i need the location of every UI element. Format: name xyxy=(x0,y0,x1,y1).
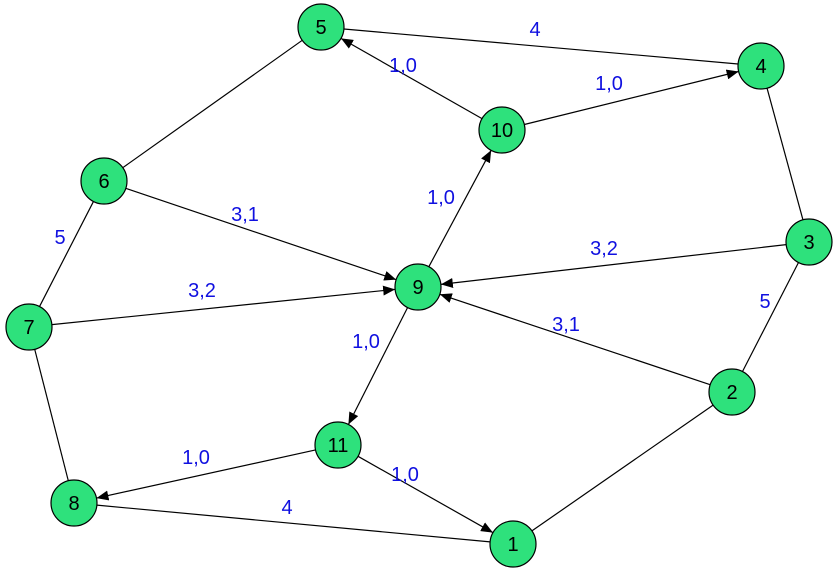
node-circle-4 xyxy=(737,42,785,90)
edge-9-to-10-arrow xyxy=(428,149,492,268)
edge-2-to-3-line xyxy=(741,262,800,372)
node-circle-5 xyxy=(297,3,345,51)
edge-9-to-11-arrow xyxy=(347,307,409,425)
node-label-3: 3 xyxy=(803,232,814,254)
node-label-1: 1 xyxy=(507,534,518,556)
edge-label-11-8: 1,0 xyxy=(182,447,210,469)
edge-label-2-3: 5 xyxy=(759,291,770,313)
edge-8-to-1-line xyxy=(96,504,491,543)
node-4: 4 xyxy=(737,42,785,90)
node-label-9: 9 xyxy=(412,277,423,299)
node-label-7: 7 xyxy=(23,317,34,339)
nodes-layer: 1 2 3 4 5 6 7 8 9 10 11 xyxy=(5,3,833,568)
node-label-10: 10 xyxy=(491,120,513,142)
node-7: 7 xyxy=(5,303,53,351)
node-circle-6 xyxy=(80,157,128,205)
edge-1-to-2-line xyxy=(531,404,714,532)
node-9: 9 xyxy=(394,263,442,311)
edge-11-to-1-arrow xyxy=(357,455,494,534)
edge-label-9-10: 1,0 xyxy=(427,187,455,209)
node-circle-9 xyxy=(394,263,442,311)
node-8: 8 xyxy=(50,479,98,527)
node-11: 11 xyxy=(314,421,362,469)
node-10: 10 xyxy=(478,106,526,154)
edge-label-2-9: 3,1 xyxy=(552,314,580,336)
node-label-4: 4 xyxy=(755,56,766,78)
edge-label-6-7: 5 xyxy=(54,227,65,249)
edge-7-to-9-arrow xyxy=(51,285,396,326)
node-label-8: 8 xyxy=(68,493,79,515)
edge-label-9-11: 1,0 xyxy=(352,331,380,353)
edge-10-to-5-arrow xyxy=(340,37,483,120)
edge-label-7-9: 3,2 xyxy=(188,280,216,302)
node-circle-2 xyxy=(708,368,756,416)
edge-10-to-4-arrow xyxy=(524,69,739,126)
edge-6-to-9-arrow xyxy=(125,187,397,281)
node-2: 2 xyxy=(708,368,756,416)
node-label-5: 5 xyxy=(315,17,326,39)
edge-label-5-4: 4 xyxy=(529,19,540,41)
edge-label-10-5: 1,0 xyxy=(389,55,417,77)
node-3: 3 xyxy=(785,218,833,266)
edge-6-to-5-line xyxy=(122,39,303,169)
node-label-2: 2 xyxy=(726,382,737,404)
edge-labels-layer: 4 1,0 1,0 1,0 3,1 5 3,2 3,2 5 3,1 1,0 1,0 1,0 4 xyxy=(54,19,770,519)
edge-label-8-1: 4 xyxy=(281,497,292,519)
edge-label-3-9: 3,2 xyxy=(590,238,618,260)
node-5: 5 xyxy=(297,3,345,51)
edge-11-to-8-arrow xyxy=(96,449,316,501)
node-label-11: 11 xyxy=(328,435,349,457)
edge-label-10-4: 1,0 xyxy=(595,73,623,95)
edge-label-6-9: 3,1 xyxy=(231,204,259,226)
edge-3-to-9-arrow xyxy=(440,244,787,288)
node-circle-10 xyxy=(478,106,526,154)
node-circle-3 xyxy=(785,218,833,266)
edge-6-to-7-line xyxy=(38,201,95,307)
edge-4-to-3-line xyxy=(766,88,804,220)
node-6: 6 xyxy=(80,157,128,205)
edge-5-to-4-line xyxy=(343,28,739,65)
node-circle-7 xyxy=(5,303,53,351)
node-label-6: 6 xyxy=(98,171,109,193)
edge-2-to-9-arrow xyxy=(439,293,711,386)
edges-layer xyxy=(34,28,804,543)
node-circle-11 xyxy=(314,421,362,469)
node-circle-8 xyxy=(50,479,98,527)
node-circle-1 xyxy=(489,520,537,568)
edge-7-to-8-line xyxy=(34,349,69,481)
node-1: 1 xyxy=(489,520,537,568)
edge-label-11-1: 1,0 xyxy=(391,464,419,486)
